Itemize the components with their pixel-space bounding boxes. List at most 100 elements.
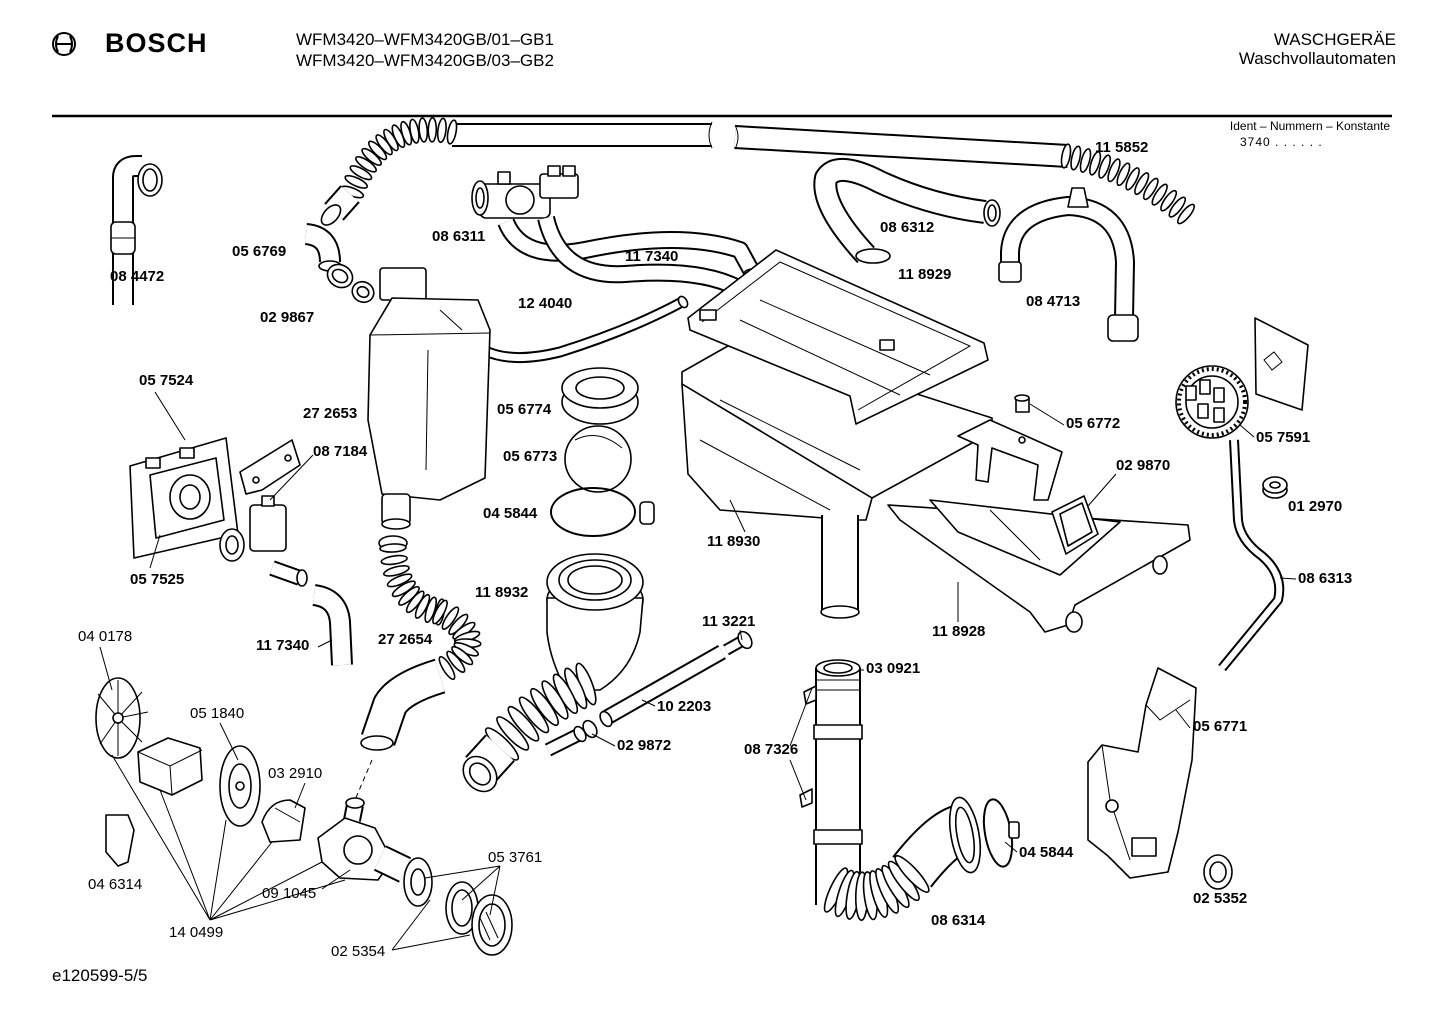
corrugation-ring (1134, 172, 1150, 196)
corrugated-hose-272654 (354, 535, 482, 801)
tube-029872 (544, 719, 598, 757)
part-number-label: 11 8928 (932, 623, 986, 640)
clamp-ring-045844-upper (550, 487, 655, 537)
ident-value: 3740 . . . . . . (1240, 135, 1323, 149)
part-number-label: 12 4040 (518, 295, 573, 312)
hose-086312 (813, 157, 1001, 264)
part-number-label: 27 2654 (378, 631, 433, 648)
drawer-tray-118928 (887, 499, 1191, 633)
hose-coil-upper (379, 543, 446, 626)
part-number-label: 05 6773 (503, 448, 558, 465)
clamp-ring-045844-lower (982, 798, 1020, 868)
drawing-id: e120599-5/5 (52, 966, 148, 985)
corrugation-ring (1116, 162, 1131, 187)
grommet-025352 (1203, 854, 1233, 890)
hose-coil-lower (432, 599, 482, 681)
corrugation-ring (1160, 189, 1178, 212)
part-number-label: 05 7524 (139, 372, 194, 389)
part-number-label: 05 3761 (488, 849, 543, 866)
corrugation-ring (894, 855, 930, 893)
part-number-label: 11 8932 (475, 584, 529, 601)
part-number-label: 08 7184 (313, 443, 368, 460)
corrugation-ring (386, 573, 413, 588)
corrugation-ring (441, 606, 460, 630)
drawer-lid-118929 (687, 249, 989, 425)
model-line-1: WFM3420–WFM3420GB/01–GB1 (296, 30, 554, 49)
seal-rings-029867 (326, 263, 375, 304)
part-number-label: 05 1840 (190, 705, 245, 722)
ball-056773 (564, 425, 632, 493)
corrugation-ring (1168, 196, 1187, 218)
corrugation-ring (1098, 154, 1111, 179)
part-number-label: 08 6313 (1298, 570, 1353, 587)
corrugation-ring (1089, 151, 1102, 176)
elbow-hose-086314 (823, 796, 982, 921)
clamps-087326 (799, 685, 817, 808)
corrugation-ring (436, 117, 447, 144)
part-number-label: 11 8930 (707, 533, 761, 550)
corrugation-ring (518, 696, 550, 734)
corrugation-ring (344, 174, 369, 189)
tube-102203 (599, 645, 726, 728)
part-number-label: 08 6311 (432, 228, 486, 245)
corrugation-ring (418, 117, 429, 143)
bosch-logo-icon (52, 32, 76, 56)
corrugation-ring (367, 140, 388, 161)
part-number-label: 11 3221 (702, 613, 756, 630)
part-number-label: 27 2653 (303, 405, 358, 422)
disk-impeller (219, 745, 261, 827)
corrugation-ring (432, 599, 448, 625)
fan-040178 (95, 677, 149, 759)
sump-118932 (462, 553, 644, 793)
gasket-057525 (149, 457, 225, 539)
corrugation-ring (355, 155, 377, 173)
corrugation-ring (1060, 143, 1072, 169)
motor-051840 (137, 737, 203, 796)
part-number-label: 04 0178 (78, 628, 133, 645)
hose-117340-upper (497, 215, 763, 297)
corrugation-ring (1176, 203, 1196, 225)
corrugation-ring (446, 650, 466, 673)
model-line-2: WFM3420–WFM3420GB/03–GB2 (296, 51, 554, 70)
part-number-label: 04 5844 (483, 505, 538, 522)
inlet-valve-086311 (471, 165, 579, 219)
part-number-label: 01 2970 (1288, 498, 1343, 515)
corrugation-ring (1125, 167, 1140, 191)
corrugation-ring (438, 655, 456, 681)
corrugation-ring (496, 716, 530, 751)
seal-029870 (1051, 495, 1099, 555)
part-number-label: 04 6314 (88, 876, 143, 893)
part-number-label: 02 9867 (260, 309, 315, 326)
part-number-label: 02 5354 (331, 943, 386, 960)
fitting-032910 (261, 799, 306, 843)
part-number-label: 02 9872 (617, 737, 672, 754)
brand-name: BOSCH (105, 28, 208, 58)
hose-bracket-084713 (998, 187, 1139, 342)
bracket-056771 (1087, 667, 1197, 879)
part-number-label: 11 5852 (1095, 139, 1149, 156)
corrugation-ring (451, 645, 474, 666)
category-title: WASCHGERÄE (1273, 30, 1396, 49)
drain-pipe-030921 (813, 659, 863, 905)
corrugation-ring (380, 554, 408, 566)
part-number-label: 02 9870 (1116, 457, 1171, 474)
part-number-label: 05 6771 (1193, 718, 1248, 735)
bracket-087184 (239, 439, 301, 495)
hose-124040 (463, 295, 689, 364)
part-number-label: 10 2203 (657, 698, 712, 715)
part-number-label: 09 1045 (262, 885, 317, 902)
part-number-label: 08 6312 (880, 219, 935, 236)
corrugation-ring (530, 687, 559, 727)
caps-053761 (403, 857, 513, 956)
part-number-label: 03 0921 (866, 660, 921, 677)
part-number-label: 08 4472 (110, 268, 165, 285)
elbow-pipe-084472 (110, 155, 163, 305)
part-number-label: 05 7525 (130, 571, 185, 588)
detergent-housing-118930 (681, 337, 993, 619)
part-number-label: 05 6769 (232, 243, 287, 260)
corrugation-ring (379, 543, 407, 553)
part-number-label: 08 4713 (1026, 293, 1081, 310)
corrugation-ring (1142, 177, 1159, 201)
part-number-label: 03 2910 (268, 765, 323, 782)
